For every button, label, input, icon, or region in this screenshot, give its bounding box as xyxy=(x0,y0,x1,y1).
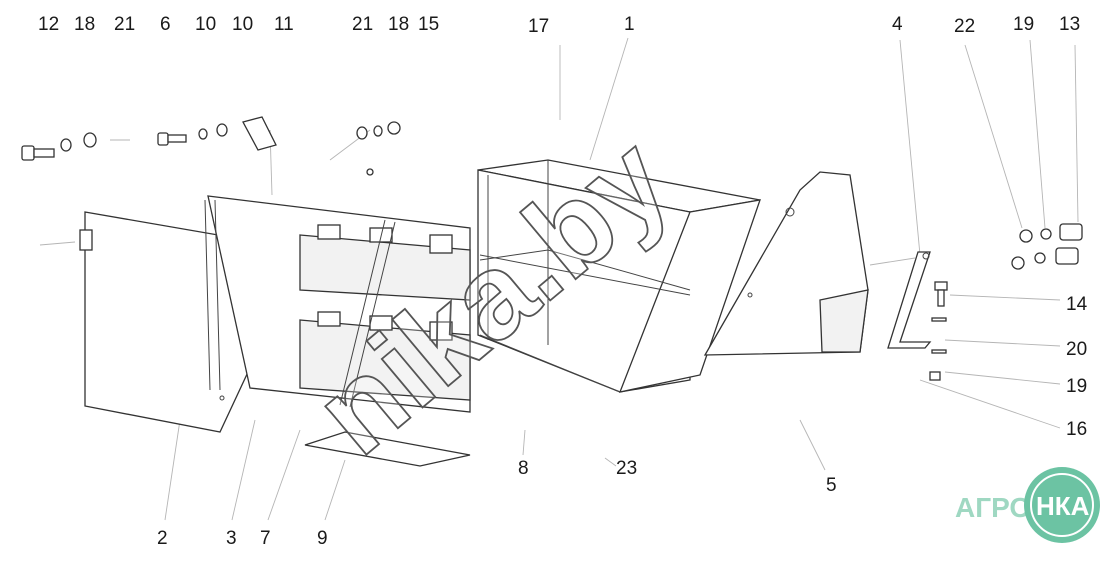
callout-3: 3 xyxy=(226,528,237,549)
nut-13-icon xyxy=(1059,223,1083,241)
callout-1: 1 xyxy=(624,14,635,35)
callout-8: 8 xyxy=(518,458,529,479)
washer-19c-icon xyxy=(931,349,947,354)
washer-18-icon xyxy=(60,138,72,152)
washer-22b-icon xyxy=(1011,256,1025,270)
battery-frame-3 xyxy=(204,195,471,413)
bolt-14-icon xyxy=(934,281,948,307)
callout-13: 13 xyxy=(1059,14,1080,35)
fasteners-right xyxy=(929,223,1083,381)
callout-9: 9 xyxy=(317,528,328,549)
callout-labels: 12 18 21 6 10 10 11 21 18 15 17 1 4 22 1… xyxy=(38,14,1088,549)
washer-19-icon xyxy=(1040,228,1052,240)
washer-22-icon xyxy=(1019,229,1033,243)
callout-19b: 19 xyxy=(1066,376,1087,397)
callout-10a: 10 xyxy=(195,14,216,35)
leader-lines xyxy=(39,37,1079,521)
callout-21b: 21 xyxy=(352,14,373,35)
agronika-logo: АГРО НКА xyxy=(955,467,1100,543)
washer-18b-icon xyxy=(373,125,383,137)
callout-17: 17 xyxy=(528,16,549,37)
nut-13b-icon xyxy=(1055,247,1079,265)
callout-7: 7 xyxy=(260,528,271,549)
side-bracket-5 xyxy=(703,171,869,356)
callout-20: 20 xyxy=(1066,339,1087,360)
callout-18: 18 xyxy=(74,14,95,35)
svg-text:АГРО: АГРО xyxy=(955,492,1031,523)
bolt-6-icon xyxy=(157,132,187,146)
callout-2: 2 xyxy=(157,528,168,549)
callout-5: 5 xyxy=(826,475,837,496)
bolt-12-icon xyxy=(21,145,55,161)
fasteners-left xyxy=(21,116,401,176)
callout-22: 22 xyxy=(954,16,975,37)
callout-18b: 18 xyxy=(388,14,409,35)
nut-16-icon xyxy=(929,371,941,381)
callout-21: 21 xyxy=(114,14,135,35)
nut-15-icon xyxy=(387,121,401,135)
washer-19b-icon xyxy=(1034,252,1046,264)
svg-text:НКА: НКА xyxy=(1036,491,1090,521)
shelf-box-1 xyxy=(477,159,761,393)
callout-16: 16 xyxy=(1066,419,1087,440)
small-nut-icon xyxy=(366,168,374,176)
bracket-arm-4 xyxy=(887,251,932,349)
callout-23: 23 xyxy=(616,458,637,479)
callout-14: 14 xyxy=(1066,294,1088,315)
washer-20-icon xyxy=(931,317,947,322)
washer-10a-icon xyxy=(198,128,208,140)
plate-11-icon xyxy=(242,116,277,151)
callout-11: 11 xyxy=(274,14,294,35)
washer-10b-icon xyxy=(216,123,228,137)
nut-21b-icon xyxy=(356,126,368,140)
callout-10b: 10 xyxy=(232,14,253,35)
nut-21-icon xyxy=(83,132,97,148)
callout-6: 6 xyxy=(160,14,171,35)
callout-15: 15 xyxy=(418,14,439,35)
callout-19a: 19 xyxy=(1013,14,1034,35)
plate-9 xyxy=(304,431,471,467)
callout-12: 12 xyxy=(38,14,59,35)
callout-4: 4 xyxy=(892,14,903,35)
